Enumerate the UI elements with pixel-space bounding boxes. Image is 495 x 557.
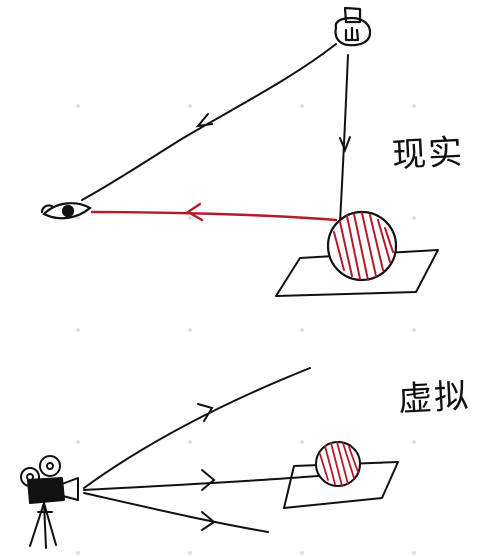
light-ray-to-eye [81, 43, 337, 201]
light-ray-to-object [339, 54, 351, 223]
grid-dots [76, 104, 416, 555]
arrow-icon [201, 469, 216, 491]
label-virtual: 虚拟 [397, 376, 472, 420]
label-real: 现实 [391, 132, 466, 176]
camera-rays [83, 367, 319, 533]
arrow-icon [195, 113, 213, 128]
ball-virtual [315, 441, 361, 487]
ground-plane-virtual [283, 461, 399, 509]
eye-icon [40, 202, 92, 220]
ball-real [326, 210, 398, 282]
arrow-icon [201, 511, 216, 531]
arrow-icon [197, 403, 214, 422]
reflected-ray [90, 202, 338, 222]
light-source-icon [334, 6, 372, 47]
arrow-icon [339, 136, 351, 153]
arrow-icon [185, 202, 204, 222]
film-camera-icon [20, 455, 79, 549]
